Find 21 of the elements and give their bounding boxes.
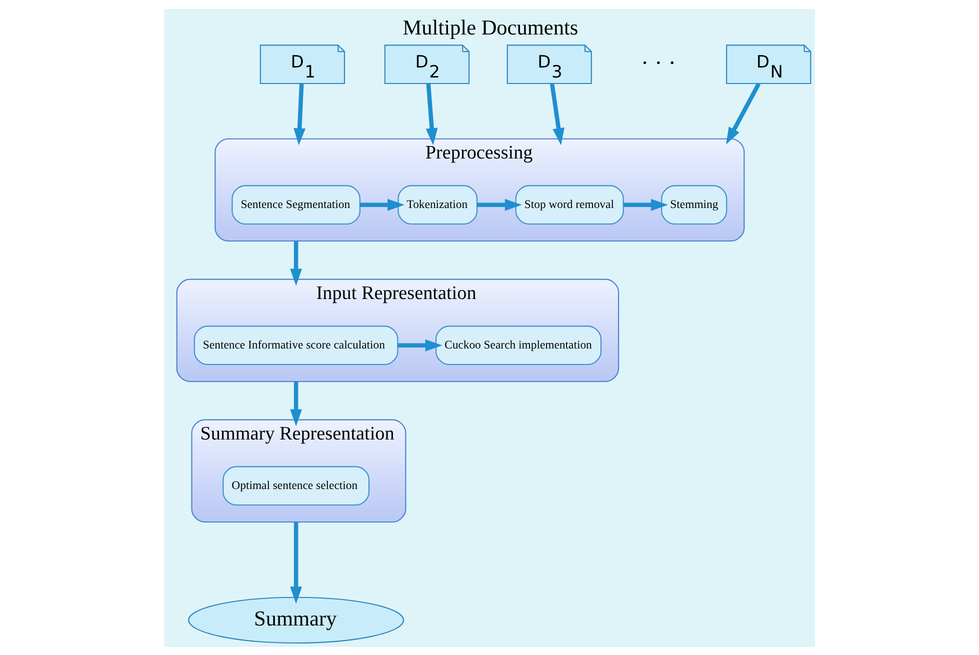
node-ellipse: Summary <box>188 596 404 643</box>
label: · · · <box>640 50 676 76</box>
node-box: Cuckoo Search implementation <box>435 325 602 365</box>
arrow <box>360 198 405 210</box>
node-box: Stop word removal <box>515 184 624 224</box>
arrow <box>426 83 438 145</box>
arrow <box>294 83 306 145</box>
arrow <box>398 338 442 351</box>
arrow <box>624 198 668 210</box>
node-box: Tokenization <box>398 184 478 224</box>
arrow <box>290 522 302 604</box>
arrow <box>726 82 761 144</box>
arrow <box>550 82 564 145</box>
arrow <box>477 198 522 210</box>
arrow <box>290 240 302 286</box>
arrow <box>290 381 302 426</box>
diagram-title: Multiple Documents <box>402 15 578 40</box>
node-box: Stemming <box>661 184 728 224</box>
node-box: Sentence Segmentation <box>232 184 360 224</box>
node-box: Optimal sentence selection <box>222 466 370 506</box>
node-box: Sentence Informative score calculation <box>194 325 398 365</box>
